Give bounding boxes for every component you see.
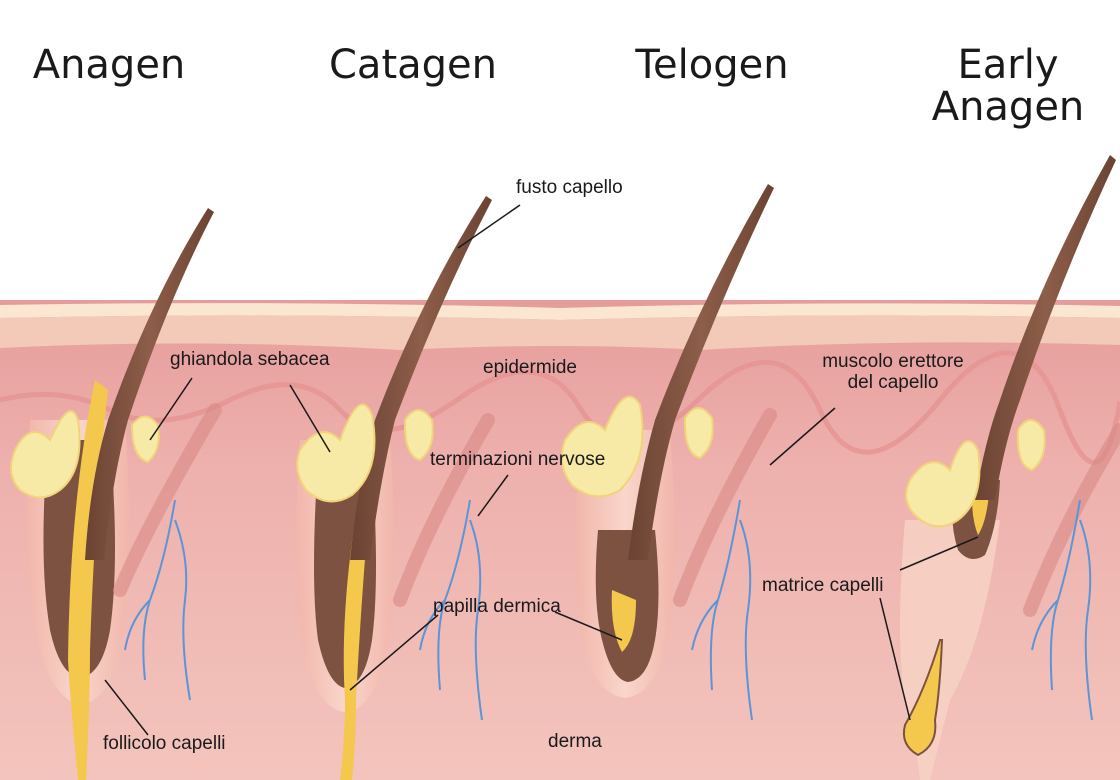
label-derma: derma [548, 731, 602, 752]
label-follicolo-capelli: follicolo capelli [103, 733, 226, 754]
label-papilla-dermica: papilla dermica [433, 596, 561, 617]
label-epidermide: epidermide [483, 357, 577, 378]
phase-title-catagen: Catagen [329, 42, 497, 88]
phase-title-early-anagen: Early Anagen [918, 44, 1098, 128]
label-terminazioni-nervose: terminazioni nervose [430, 449, 606, 470]
phase-title-early-anagen-line1: Early [957, 42, 1059, 88]
label-fusto-capello: fusto capello [516, 177, 623, 198]
leader-lines [104, 204, 979, 736]
phase-title-anagen: Anagen [32, 42, 186, 88]
label-matrice-capelli: matrice capelli [762, 575, 884, 596]
phase-title-telogen: Telogen [635, 42, 789, 88]
label-muscolo-erettore: muscolo erettore del capello [808, 351, 978, 394]
early-anagen-follicle [900, 155, 1120, 780]
phase-title-early-anagen-line2: Anagen [931, 84, 1085, 130]
catagen-follicle [296, 196, 495, 780]
label-muscolo-line2: del capello [847, 371, 939, 393]
epidermis-layer [0, 315, 1120, 350]
label-ghiandola-sebacea: ghiandola sebacea [170, 349, 330, 370]
label-muscolo-line1: muscolo erettore [822, 351, 964, 372]
anagen-follicle [10, 208, 222, 780]
epidermis-surface [0, 303, 1120, 320]
telogen-follicle [560, 184, 777, 721]
